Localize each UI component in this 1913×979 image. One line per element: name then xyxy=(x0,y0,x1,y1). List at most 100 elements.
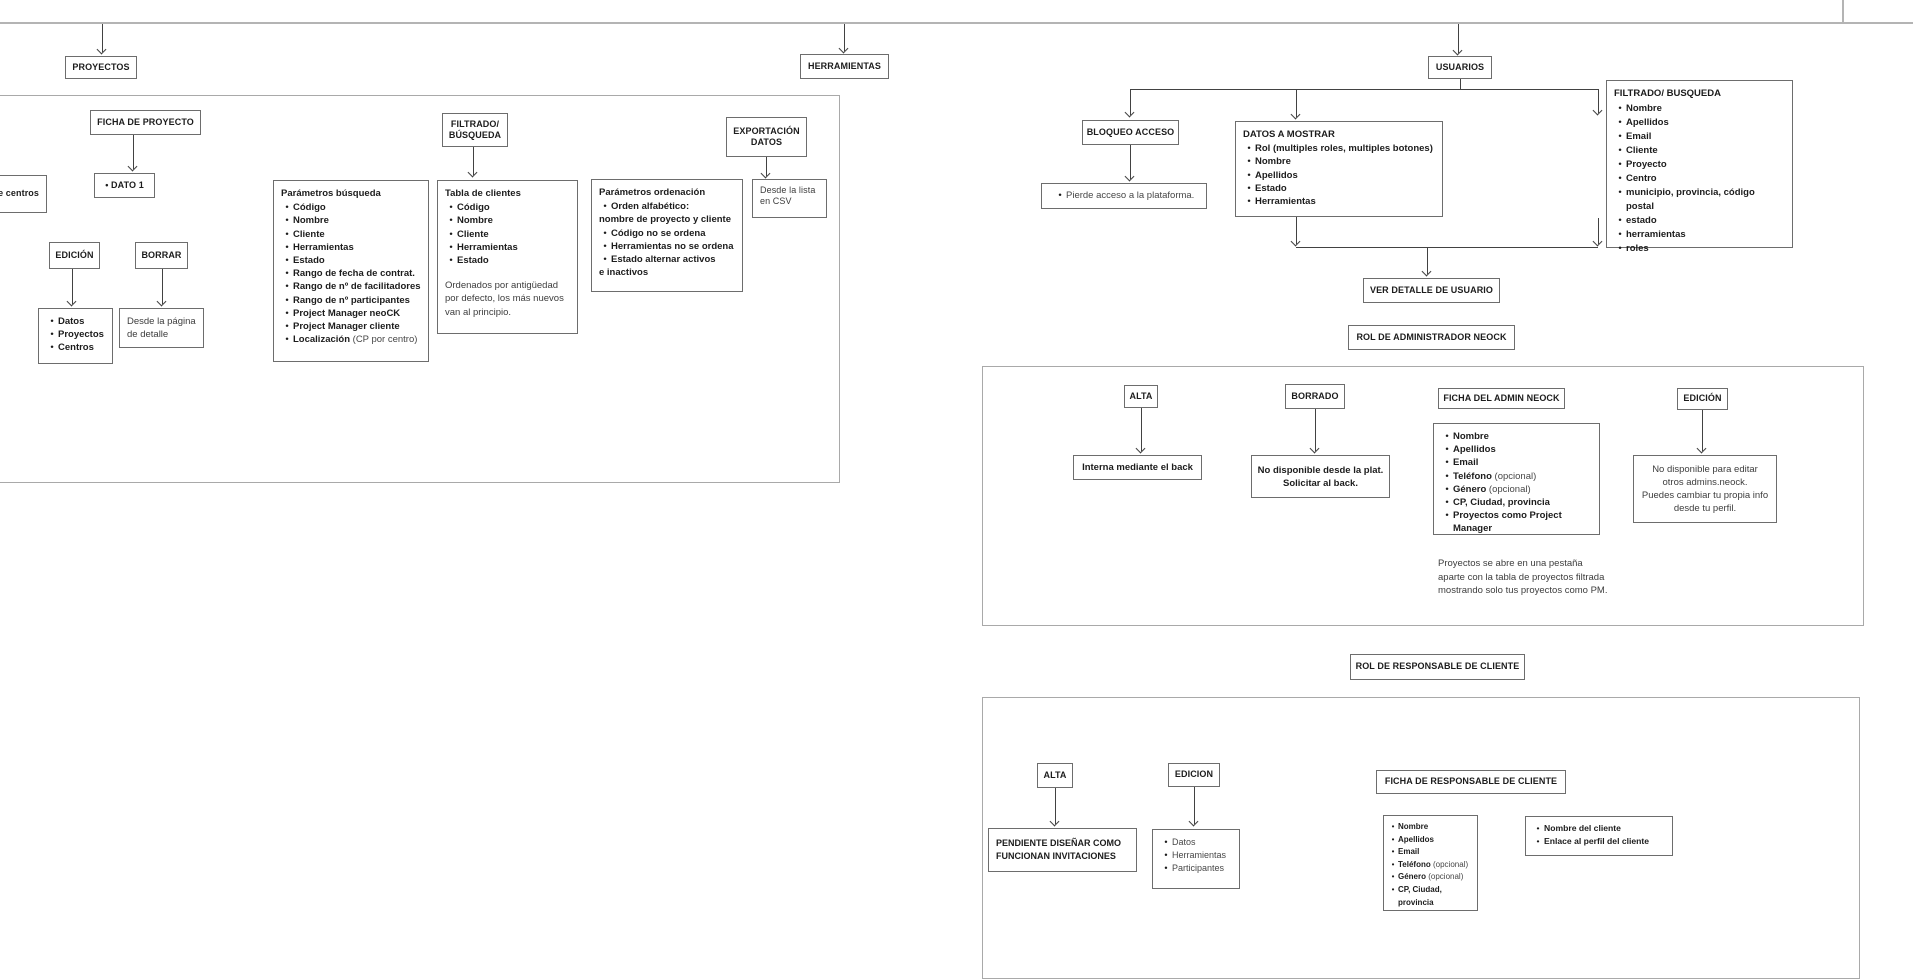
list-items: •Nombre•Apellidos•Email•Cliente•Proyecto… xyxy=(1614,102,1785,256)
node-borrado[interactable]: BORRADO xyxy=(1285,384,1345,409)
list-items: •Orden alfabético:nombre de proyecto y c… xyxy=(599,200,735,279)
list-item: •Nombre xyxy=(1614,102,1785,116)
node-herramientas[interactable]: HERRAMIENTAS xyxy=(800,54,889,79)
arrow-borrado-to-note xyxy=(1315,409,1316,451)
list-item: •Project Manager cliente xyxy=(281,320,421,333)
node-filtrado-busqueda-proyectos[interactable]: FILTRADO/ BÚSQUEDA xyxy=(442,113,508,147)
bullet-icon: • xyxy=(1391,847,1395,857)
node-ficha-del-admin-neock[interactable]: FICHA DEL ADMIN NEOCK xyxy=(1438,388,1565,409)
arrow-to-proyectos xyxy=(102,24,103,52)
node-pierde-acceso-note[interactable]: •Pierde acceso a la plataforma. xyxy=(1041,183,1207,209)
arrow-edicion-admin-to-note xyxy=(1702,410,1703,451)
arrow-edicion-resp-to-list xyxy=(1194,787,1195,824)
node-edicion-responsable-list[interactable]: •Datos•Herramientas•Participantes xyxy=(1152,829,1240,889)
bullet-icon: • xyxy=(1445,457,1449,469)
node-edicion-proyecto-list[interactable]: •Datos•Proyectos•Centros xyxy=(38,308,113,364)
list-note: Ordenados por antigüedad por defecto, lo… xyxy=(445,280,564,318)
bullet-icon: • xyxy=(603,254,607,266)
list-item: •Herramientas xyxy=(281,241,421,254)
node-parametros-ordenacion[interactable]: Parámetros ordenación •Orden alfabético:… xyxy=(591,179,743,292)
list-item: •Cliente xyxy=(445,228,570,241)
arrow-datos-to-branch xyxy=(1296,217,1297,244)
list-item: •Rol (multiples roles, multiples botones… xyxy=(1243,142,1435,155)
node-rol-administrador-neock[interactable]: ROL DE ADMINISTRADOR NEOCK xyxy=(1348,325,1515,350)
node-edicion-responsable[interactable]: EDICION xyxy=(1168,763,1220,787)
bullet-icon: • xyxy=(603,240,607,252)
bullet-icon: • xyxy=(1618,145,1622,156)
bullet-icon: • xyxy=(1618,243,1622,254)
list-item: •Apellidos xyxy=(1441,443,1592,456)
arrow-alta-admin-to-note xyxy=(1141,408,1142,451)
node-alta-admin[interactable]: ALTA xyxy=(1124,385,1158,408)
bullet-icon: • xyxy=(285,255,289,267)
node-borrado-note[interactable]: No disponible desde la plat. Solicitar a… xyxy=(1251,455,1390,498)
node-alta-responsable[interactable]: ALTA xyxy=(1037,763,1073,788)
list-item: •Género (opcional) xyxy=(1441,483,1592,496)
node-exportacion-csv-note[interactable]: Desde la lista en CSV xyxy=(752,179,827,218)
node-ficha-de-responsable-de-cliente[interactable]: FICHA DE RESPONSABLE DE CLIENTE xyxy=(1376,770,1566,794)
arrow-to-herramientas xyxy=(844,24,845,51)
node-edicion-admin-note[interactable]: No disponible para editar otros admins.n… xyxy=(1633,455,1777,523)
arrow-alta-resp-to-note xyxy=(1055,788,1056,824)
bullet-icon: • xyxy=(603,201,607,213)
node-edicion-admin[interactable]: EDICIÓN xyxy=(1677,388,1728,410)
node-parametros-busqueda[interactable]: Parámetros búsqueda •Código•Nombre•Clien… xyxy=(273,180,429,362)
list-item: e inactivos xyxy=(599,267,649,279)
node-rol-responsable-de-cliente[interactable]: ROL DE RESPONSABLE DE CLIENTE xyxy=(1350,654,1525,680)
list-item: •Código no se ordena xyxy=(599,227,735,240)
node-filtrado-busqueda-usuarios[interactable]: FILTRADO/ BUSQUEDA •Nombre•Apellidos•Ema… xyxy=(1606,80,1793,254)
arrow-filtrado-to-branch xyxy=(1598,218,1599,244)
node-exportacion-datos[interactable]: EXPORTACIÓN DATOS xyxy=(726,117,807,157)
node-proyectos[interactable]: PROYECTOS xyxy=(65,56,137,79)
node-borrar[interactable]: BORRAR xyxy=(135,242,188,269)
node-borrar-note[interactable]: Desde la página de detalle xyxy=(119,308,204,348)
list-item: •Nombre xyxy=(1441,430,1592,443)
node-datos-a-mostrar[interactable]: DATOS A MOSTRAR •Rol (multiples roles, m… xyxy=(1235,121,1443,217)
node-alta-admin-note[interactable]: Interna mediante el back xyxy=(1073,455,1202,480)
node-centros-partial[interactable]: e centros xyxy=(0,175,47,213)
node-usuarios[interactable]: USUARIOS xyxy=(1428,56,1492,79)
list-item: •Datos xyxy=(1160,836,1232,849)
list-item: •Rango de nº participantes xyxy=(281,294,421,307)
list-items: •Código•Nombre•Cliente•Herramientas•Esta… xyxy=(445,201,570,267)
list-item: •Estado xyxy=(1243,182,1435,195)
node-pendiente-invitaciones-note[interactable]: PENDIENTE DISEÑAR COMO FUNCIONAN INVITAC… xyxy=(988,828,1137,872)
list-item: •municipio, provincia, código postal xyxy=(1614,186,1785,214)
list-item: •Código xyxy=(445,201,570,214)
arrow-to-usuarios xyxy=(1458,24,1459,53)
usuarios-branch-line xyxy=(1130,89,1598,90)
arrow-ficha-to-dato1 xyxy=(133,135,134,169)
bullet-icon: • xyxy=(1058,190,1062,201)
bullet-icon: • xyxy=(1247,143,1251,155)
bullet-icon: • xyxy=(1445,431,1449,442)
list-item: •Género (opcional) xyxy=(1388,871,1473,884)
arrow-to-filtrado-usuarios xyxy=(1598,89,1599,113)
list-item: •Apellidos xyxy=(1388,834,1473,847)
list-item: •estado xyxy=(1614,214,1785,228)
bullet-icon: • xyxy=(285,294,289,306)
list-item: •CP, Ciudad, provincia xyxy=(1388,884,1473,909)
node-ficha-de-proyecto[interactable]: FICHA DE PROYECTO xyxy=(90,110,201,135)
list-item: •Participantes xyxy=(1160,862,1232,875)
arrow-exportacion-down xyxy=(766,157,767,176)
list-title: Parámetros ordenación xyxy=(599,187,706,198)
node-cliente-info-list[interactable]: •Nombre del cliente•Enlace al perfil del… xyxy=(1525,816,1673,856)
list-item: •Nombre xyxy=(1243,155,1435,168)
node-edicion-proyecto[interactable]: EDICIÓN xyxy=(49,242,100,269)
bullet-icon: • xyxy=(1164,837,1168,847)
list-item: •Email xyxy=(1614,130,1785,144)
node-ficha-responsable-list[interactable]: •Nombre•Apellidos•Email•Teléfono (opcion… xyxy=(1383,815,1478,911)
list-title: FILTRADO/ BUSQUEDA xyxy=(1614,88,1721,99)
top-right-connector-stub xyxy=(1842,0,1844,23)
node-dato-1[interactable]: • DATO 1 xyxy=(94,173,155,198)
node-ver-detalle-de-usuario[interactable]: VER DETALLE DE USUARIO xyxy=(1363,278,1500,303)
node-bloqueo-acceso[interactable]: BLOQUEO ACCESO xyxy=(1082,120,1179,145)
node-tabla-de-clientes[interactable]: Tabla de clientes •Código•Nombre•Cliente… xyxy=(437,180,578,334)
node-ficha-admin-footnote[interactable]: Proyectos se abre en una pestaña aparte … xyxy=(1438,558,1608,596)
bullet-icon: • xyxy=(285,202,289,214)
list-item: •Enlace al perfil del cliente xyxy=(1532,835,1666,848)
list-item: •Rango de fecha de contrat. xyxy=(281,267,421,280)
list-item: •Nombre xyxy=(1388,821,1473,834)
node-ficha-admin-list[interactable]: •Nombre•Apellidos•Email•Teléfono (opcion… xyxy=(1433,423,1600,535)
list-item: •Centros xyxy=(46,341,105,354)
